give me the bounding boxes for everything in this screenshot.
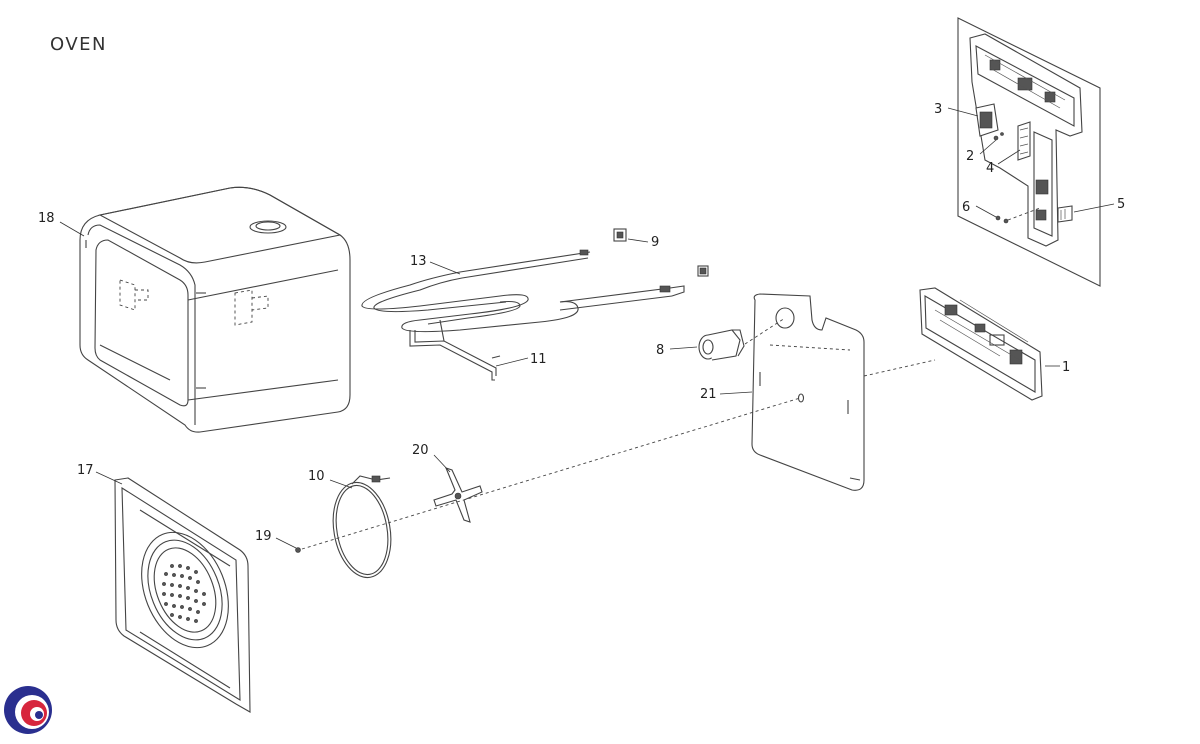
- callout-2: 2: [966, 149, 974, 164]
- part-1-control-board: [919, 287, 1043, 401]
- callout-1: 1: [1062, 360, 1070, 375]
- callout-18: 18: [38, 211, 55, 226]
- brand-logo-icon: [4, 686, 52, 734]
- part-21-back-panel: [751, 293, 865, 491]
- part-13-heating-element: [361, 249, 685, 333]
- part-8-lamp: [698, 329, 745, 361]
- callout-21: 21: [700, 387, 717, 402]
- callout-9: 9: [651, 235, 659, 250]
- part-9-clip: [613, 228, 709, 277]
- callout-13: 13: [410, 254, 427, 269]
- callouts: 1 2 3 4 5 6 8 9 10 11 13 17 18 19 20 21: [38, 102, 1125, 544]
- callout-3: 3: [934, 102, 942, 117]
- callout-6: 6: [962, 200, 970, 215]
- callout-20: 20: [412, 443, 429, 458]
- part-19-nut: [295, 547, 301, 553]
- part-4-connector: [1017, 121, 1031, 161]
- callout-11: 11: [530, 352, 547, 367]
- callout-10: 10: [308, 469, 325, 484]
- callout-8: 8: [656, 343, 664, 358]
- fan-cover-grille: [162, 564, 206, 623]
- callout-4: 4: [986, 161, 994, 176]
- part-10-circular-element: [332, 475, 392, 579]
- part-20-fan-blade: [433, 467, 483, 523]
- callout-5: 5: [1117, 197, 1125, 212]
- callout-17: 17: [77, 463, 94, 478]
- part-6-screw: [995, 207, 1041, 224]
- part-3-relay: [975, 103, 999, 137]
- part-17-fan-cover: [114, 477, 251, 713]
- part-5-plug: [1057, 205, 1073, 223]
- part-18-oven-cavity: [79, 186, 351, 433]
- callout-19: 19: [255, 529, 272, 544]
- part-11-bracket: [409, 319, 501, 381]
- leader-lines: [59, 107, 1115, 549]
- diagram-title: OVEN: [50, 34, 108, 55]
- assembly-axes: [301, 317, 936, 550]
